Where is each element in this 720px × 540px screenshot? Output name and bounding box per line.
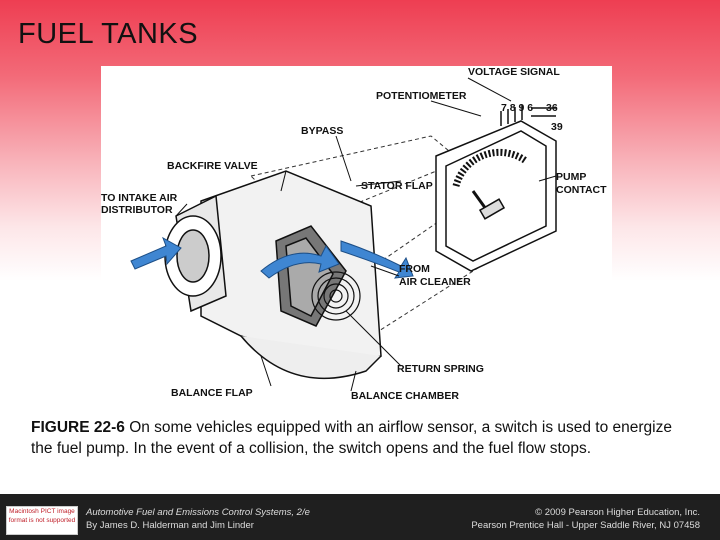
footer-book-title: Automotive Fuel and Emissions Control Sy… (86, 507, 310, 518)
caption-text: On some vehicles equipped with an airflo… (31, 419, 672, 457)
label-balance-flap: BALANCE FLAP (171, 387, 253, 399)
label-backfire-valve: BACKFIRE VALVE (167, 160, 258, 172)
label-potentiometer: POTENTIOMETER (376, 90, 467, 102)
slide-title: FUEL TANKS (18, 18, 199, 50)
label-from-air-2: AIR CLEANER (399, 276, 471, 288)
label-to-intake-2: DISTRIBUTOR (101, 204, 173, 216)
footer-publisher: Pearson Prentice Hall - Upper Saddle Riv… (471, 520, 700, 531)
figure-caption: FIGURE 22-6 On some vehicles equipped wi… (31, 417, 696, 459)
label-stator-flap: STATOR FLAP (361, 180, 433, 192)
unsupported-image-placeholder: Macintosh PICT image format is not suppo… (6, 506, 78, 535)
label-pin-39: 39 (551, 121, 563, 133)
leader-lines (175, 77, 557, 392)
footer-authors: By James D. Halderman and Jim Linder (86, 520, 254, 531)
label-bypass: BYPASS (301, 125, 343, 137)
label-pins-top: 7 8 9 6 (501, 102, 533, 114)
footer-bar (0, 494, 720, 540)
return-spring-coil (311, 271, 361, 321)
label-voltage-signal: VOLTAGE SIGNAL (468, 66, 560, 78)
potentiometer-box (435, 105, 557, 272)
label-from-air-1: FROM (399, 263, 430, 275)
caption-figure-number: FIGURE 22-6 (31, 419, 125, 436)
airflow-sensor-diagram: VOLTAGE SIGNAL POTENTIOMETER 7 8 9 6 36 … (101, 66, 607, 402)
footer-copyright: © 2009 Pearson Higher Education, Inc. (535, 507, 700, 518)
label-balance-chamber: BALANCE CHAMBER (351, 390, 459, 402)
label-pump-contact-2: CONTACT (556, 184, 607, 196)
label-pin-36: 36 (546, 102, 558, 114)
airflow-sensor-figure: VOLTAGE SIGNAL POTENTIOMETER 7 8 9 6 36 … (101, 66, 612, 403)
label-to-intake-1: TO INTAKE AIR (101, 192, 178, 204)
label-return-spring: RETURN SPRING (397, 363, 484, 375)
airflow-arrows (130, 236, 414, 279)
sensor-body (164, 170, 382, 380)
label-pump-contact-1: PUMP (556, 171, 586, 183)
